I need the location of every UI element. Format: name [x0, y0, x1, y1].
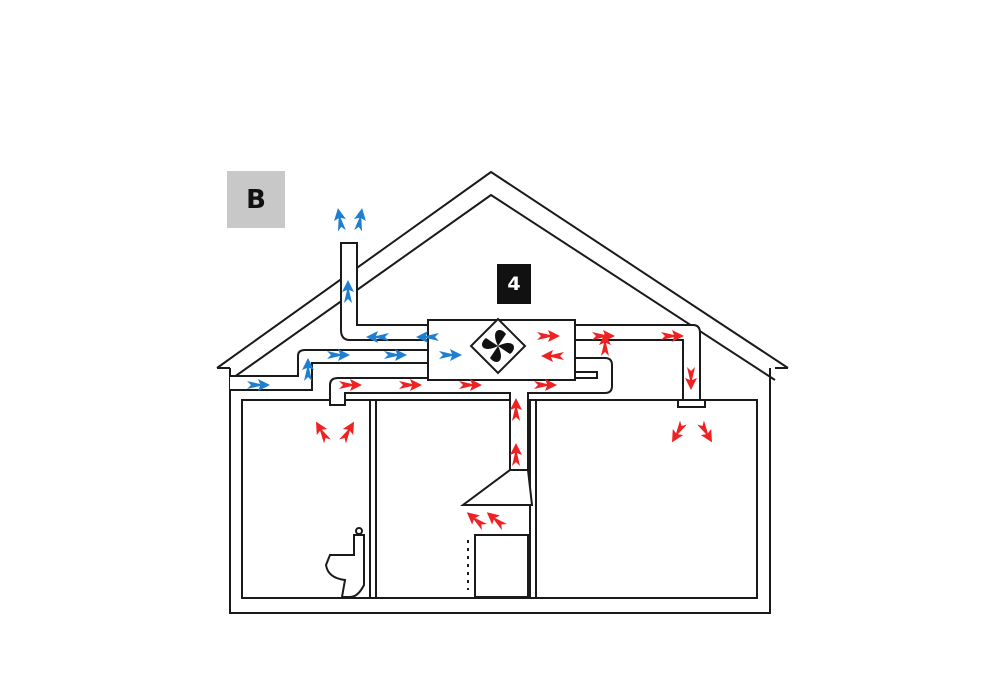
extract-air-arrow-icon [697, 420, 712, 443]
extract-air-arrow-icon [685, 367, 697, 390]
fresh-intake-duct [230, 349, 429, 391]
fresh-air-arrow-icon [302, 358, 314, 381]
extract-air-arrow-icon [661, 330, 684, 342]
supply-duct [574, 324, 701, 401]
fan-icon [482, 330, 514, 362]
kitchen-hood [459, 469, 534, 506]
fresh-air-arrow-icon [416, 331, 439, 343]
outer-wall [229, 368, 771, 614]
fresh-air-arrow-icon [384, 349, 407, 361]
outer-roof [216, 170, 789, 369]
extract-air-arrow-icon [672, 420, 687, 443]
ducts [230, 242, 706, 598]
extract-air-arrow-icon [459, 379, 482, 391]
extract-air-arrow-icon [339, 379, 362, 391]
extract-air-arrow-icon [534, 379, 557, 391]
fresh-air-arrow-icon [342, 280, 354, 303]
extract-air-arrow-icon [510, 443, 522, 466]
fresh-air-arrow-icon [366, 331, 389, 343]
stove [474, 534, 529, 598]
panel-label: B [227, 171, 285, 228]
supply-grille [677, 399, 706, 408]
extract-air-arrow-icon [541, 350, 564, 362]
inner-roof [229, 193, 776, 381]
exhaust-duct [340, 242, 429, 341]
extract-air-arrow-icon [510, 398, 522, 421]
extract-air-arrow-icon [316, 421, 331, 444]
extract-air-arrow-icon [599, 333, 611, 356]
fresh-air-arrow-icon [439, 349, 462, 361]
extract-air-arrow-icon [592, 330, 615, 342]
unit-label: 4 [497, 264, 531, 304]
extract-air-arrow-icon [399, 379, 422, 391]
toilet [324, 534, 365, 598]
extract-air-arrow-icon [466, 512, 487, 531]
fresh-air-arrow-icon [327, 349, 350, 361]
extract-air-arrow-icon [537, 330, 560, 342]
extract-air-arrow-icon [339, 421, 354, 444]
fresh-air-arrow-icon [247, 379, 270, 391]
extract-air-arrow-icon [486, 512, 507, 531]
fresh-air-arrow-icon [334, 208, 346, 232]
fresh-air-arrow-icon [354, 208, 366, 232]
airflow-arrows [247, 208, 712, 531]
